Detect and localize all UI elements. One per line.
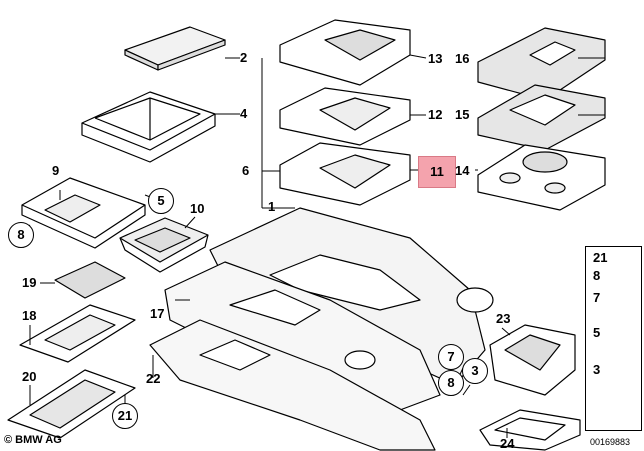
label-1: 1 [268, 199, 276, 214]
legend-21: 21 [593, 250, 608, 265]
part-16-trim [477, 27, 606, 101]
part-13-trim [279, 19, 411, 86]
label-10: 10 [190, 201, 205, 216]
fastener-legend [585, 246, 642, 431]
label-24: 24 [500, 436, 515, 451]
label-12: 12 [428, 107, 443, 122]
callout-3: 3 [462, 358, 488, 384]
label-9: 9 [52, 163, 60, 178]
diagram-code: 00169883 [590, 437, 631, 447]
part-19-mat [54, 261, 126, 299]
label-20: 20 [22, 369, 37, 384]
label-17: 17 [150, 306, 165, 321]
label-15: 15 [455, 107, 470, 122]
callout-7: 7 [438, 344, 464, 370]
label-4: 4 [240, 106, 248, 121]
label-13: 13 [428, 51, 443, 66]
label-6: 6 [242, 163, 250, 178]
legend-5: 5 [593, 325, 601, 340]
callout-8b: 8 [438, 370, 464, 396]
part-14-panel [477, 144, 606, 211]
label-22: 22 [146, 371, 161, 386]
label-11: 11 [430, 164, 444, 179]
highlight-part-11: 11 [418, 156, 456, 188]
callout-21: 21 [112, 403, 138, 429]
label-16: 16 [455, 51, 470, 66]
legend-3: 3 [593, 362, 601, 377]
legend-8: 8 [593, 268, 601, 283]
label-19: 19 [22, 275, 37, 290]
label-18: 18 [22, 308, 37, 323]
callout-8: 8 [8, 222, 34, 248]
label-2: 2 [240, 50, 248, 65]
legend-7: 7 [593, 290, 601, 305]
brand-copyright: © BMW AG [4, 434, 62, 446]
callout-5: 5 [148, 188, 174, 214]
label-23: 23 [496, 311, 511, 326]
label-14: 14 [455, 163, 470, 178]
